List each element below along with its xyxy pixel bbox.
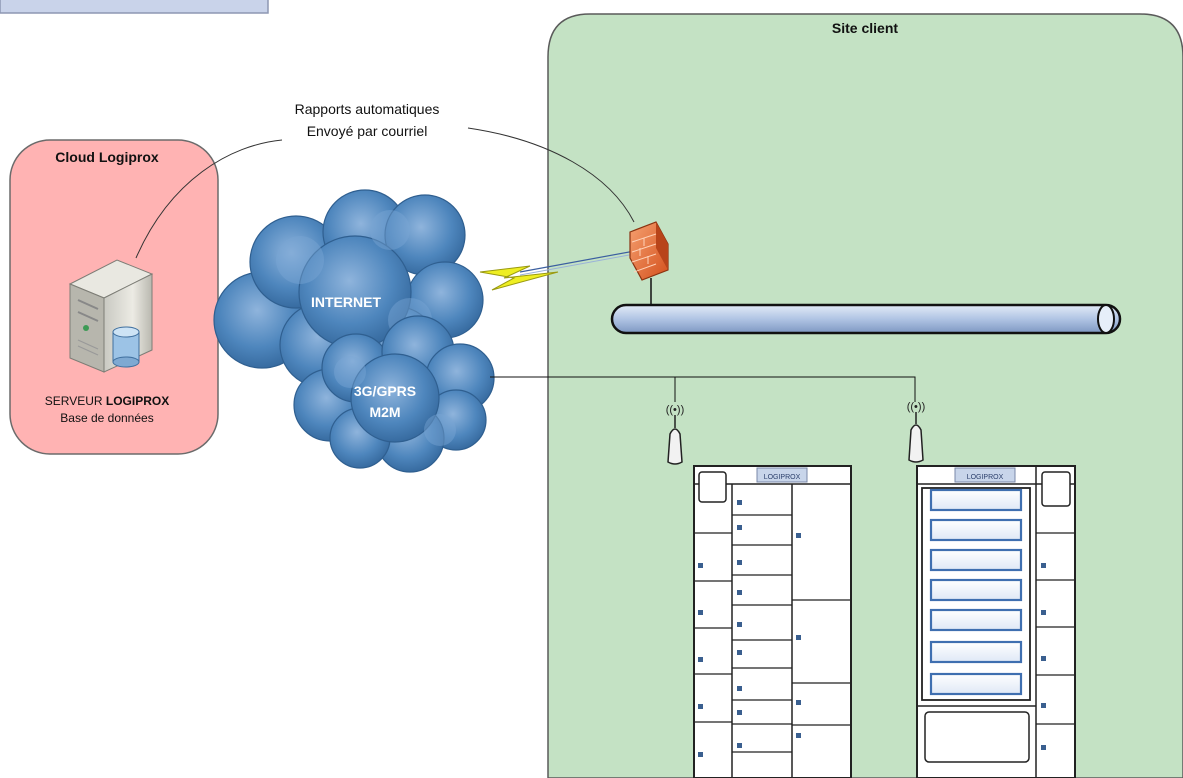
email-line-left [135, 139, 283, 259]
mobile-network-cloud-icon [293, 315, 495, 473]
locker-brand: LOGIPROX [764, 474, 801, 481]
network-bus-icon [610, 303, 1122, 335]
email-note-line2: Envoyé par courriel [307, 123, 428, 139]
firewall-icon [629, 221, 669, 281]
server-caption-line1: SERVEUR LOGIPROX [45, 394, 169, 408]
vending-brand: LOGIPROX [967, 474, 1004, 481]
server-database-icon [68, 259, 154, 373]
email-note-line1: Rapports automatiques [295, 101, 440, 117]
mobile-network-label-line2: M2M [369, 404, 400, 420]
svg-text:((•)): ((•)) [907, 401, 926, 413]
email-line-right [467, 127, 635, 223]
wireless-link-icon [479, 249, 641, 291]
antenna-modem-icon: ((•)) [666, 404, 685, 465]
modem-link-lines [490, 376, 916, 402]
svg-text:((•)): ((•)) [666, 404, 685, 416]
internet-label: INTERNET [311, 294, 381, 310]
client-zone: Site client [547, 13, 1183, 778]
vending-cabinet-icon: LOGIPROX [916, 465, 1076, 778]
locker-cabinet-icon: LOGIPROX [693, 465, 852, 778]
antenna-modem-icon: ((•)) [907, 401, 926, 463]
client-zone-title: Site client [832, 20, 898, 36]
server-caption-line2: Base de données [60, 411, 153, 425]
mobile-network-label-line1: 3G/GPRS [354, 383, 416, 399]
legend-box [0, 0, 269, 14]
cloud-zone-title: Cloud Logiprox [55, 149, 159, 165]
